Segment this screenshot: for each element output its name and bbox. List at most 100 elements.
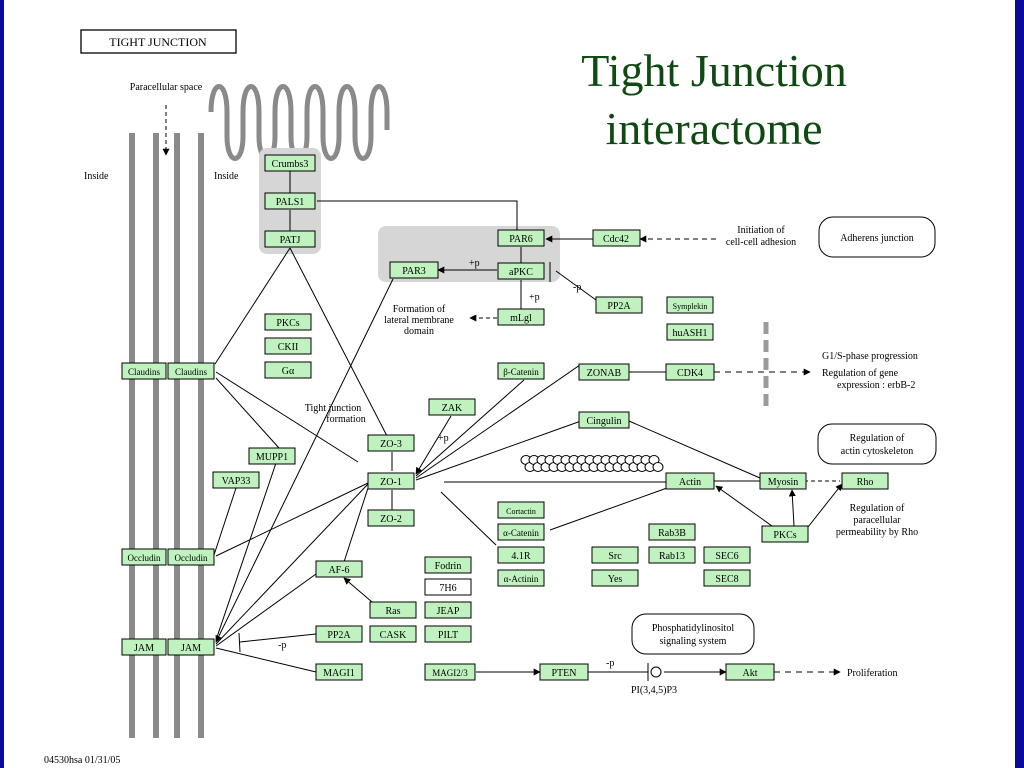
node-par3[interactable]: PAR3	[389, 261, 439, 279]
svg-text:β-Catenin: β-Catenin	[503, 367, 539, 377]
node-4-1r[interactable]: 4.1R	[497, 546, 545, 564]
node-claudins-1[interactable]: Claudins	[121, 362, 167, 380]
node-af6[interactable]: AF-6	[315, 560, 363, 578]
svg-text:Rab13: Rab13	[659, 551, 685, 562]
node-cdk4[interactable]: CDK4	[665, 363, 715, 381]
svg-text:MUPP1: MUPP1	[256, 452, 288, 463]
node-mlgl[interactable]: mLgl	[497, 308, 545, 326]
node-zo2[interactable]: ZO-2	[367, 509, 415, 527]
node-zo1[interactable]: ZO-1	[367, 472, 415, 490]
formation-label-2: lateral membrane	[384, 315, 454, 326]
svg-text:PAR3: PAR3	[402, 266, 426, 277]
node-cask[interactable]: CASK	[369, 625, 417, 643]
formation-label-3: domain	[404, 326, 434, 337]
node-pp2a-top[interactable]: PP2A	[595, 296, 643, 314]
node-sec8[interactable]: SEC8	[703, 569, 751, 587]
paracellular-label: Paracellular space	[130, 82, 203, 93]
node-cortactin[interactable]: Cortactin	[497, 501, 545, 519]
node-huash1[interactable]: huASH1	[666, 323, 714, 341]
node-galpha[interactable]: Gα	[264, 361, 312, 379]
extracellular-wave	[208, 84, 390, 161]
svg-text:CDK4: CDK4	[677, 368, 703, 379]
node-pten[interactable]: PTEN	[539, 663, 589, 681]
svg-text:JAM: JAM	[181, 643, 201, 654]
minus-p-jam: -p	[278, 640, 286, 651]
node-src[interactable]: Src	[591, 546, 639, 564]
gene-expression-label-2: expression : erbB-2	[837, 380, 915, 391]
node-patj[interactable]: PATJ	[264, 230, 316, 248]
svg-text:PKCs: PKCs	[773, 530, 796, 541]
svg-text:Src: Src	[608, 551, 622, 562]
header-label: TIGHT JUNCTION	[109, 35, 207, 49]
node-yes[interactable]: Yes	[591, 569, 639, 587]
svg-text:ZO-1: ZO-1	[380, 477, 402, 488]
svg-text:Adherens junction: Adherens junction	[840, 233, 914, 244]
svg-text:Gα: Gα	[282, 366, 295, 377]
node-actin[interactable]: Actin	[665, 472, 715, 490]
node-zak[interactable]: ZAK	[428, 398, 476, 416]
node-cingulin[interactable]: Cingulin	[578, 411, 630, 429]
svg-text:PTEN: PTEN	[552, 668, 577, 679]
node-ras[interactable]: Ras	[369, 601, 417, 619]
node-occludin-2[interactable]: Occludin	[167, 548, 215, 566]
svg-text:PILT: PILT	[438, 630, 458, 641]
node-cdc42[interactable]: Cdc42	[592, 229, 641, 247]
node-pp2a-bottom[interactable]: PP2A	[315, 625, 363, 643]
node-jam-2[interactable]: JAM	[167, 638, 215, 656]
inside-left-label: Inside	[84, 171, 109, 182]
node-zonab[interactable]: ZONAB	[578, 363, 630, 381]
node-7h6[interactable]: 7H6	[424, 578, 472, 596]
node-mupp1[interactable]: MUPP1	[248, 447, 296, 465]
svg-text:Occludin: Occludin	[128, 553, 161, 563]
node-magi23[interactable]: MAGI2/3	[424, 663, 476, 681]
node-ckii[interactable]: CKII	[264, 337, 312, 355]
svg-text:Myosin: Myosin	[768, 477, 799, 488]
svg-text:PALS1: PALS1	[276, 197, 305, 208]
node-rab13[interactable]: Rab13	[648, 546, 696, 564]
node-crumbs3[interactable]: Crumbs3	[264, 154, 316, 172]
node-bcatenin[interactable]: β-Catenin	[497, 362, 545, 380]
node-pkcs-right[interactable]: PKCs	[761, 525, 809, 543]
svg-text:PP2A: PP2A	[607, 301, 631, 312]
node-pilt[interactable]: PILT	[424, 625, 472, 643]
svg-text:Claudins: Claudins	[128, 367, 160, 377]
svg-text:ZONAB: ZONAB	[587, 368, 622, 379]
node-par6[interactable]: PAR6	[497, 229, 545, 247]
svg-text:4.1R: 4.1R	[511, 551, 531, 562]
node-vap33[interactable]: VAP33	[212, 471, 260, 489]
node-rab3b[interactable]: Rab3B	[648, 523, 696, 541]
svg-text:Occludin: Occludin	[175, 553, 208, 563]
node-zo3[interactable]: ZO-3	[367, 434, 415, 452]
svg-text:Symplekin: Symplekin	[673, 302, 708, 311]
svg-text:actin cytoskeleton: actin cytoskeleton	[841, 446, 913, 457]
pathway-adherens-junction[interactable]: Adherens junction	[818, 216, 936, 258]
initiation-label-1: Initiation of	[737, 225, 785, 236]
node-apkc[interactable]: aPKC	[497, 262, 545, 280]
node-magi1[interactable]: MAGI1	[315, 663, 363, 681]
node-claudins-2[interactable]: Claudins	[167, 362, 215, 380]
svg-text:AF-6: AF-6	[328, 565, 349, 576]
slide-title: Tight Junction interactome	[524, 42, 904, 158]
node-myosin[interactable]: Myosin	[759, 472, 807, 490]
plus-p-zak: +p	[438, 433, 449, 444]
svg-text:α-Actinin: α-Actinin	[504, 574, 539, 584]
svg-text:Ras: Ras	[386, 606, 401, 617]
header-box: TIGHT JUNCTION	[80, 29, 237, 54]
pathway-regulation-actin-cytoskeleton[interactable]: Regulation of actin cytoskeleton	[817, 423, 937, 465]
node-aactinin[interactable]: α-Actinin	[497, 569, 545, 587]
node-rho[interactable]: Rho	[841, 472, 889, 490]
node-symplekin[interactable]: Symplekin	[666, 296, 714, 314]
formation-label-1: Formation of	[393, 304, 446, 315]
node-fodrin[interactable]: Fodrin	[424, 556, 472, 574]
node-acatenin[interactable]: α-Catenin	[497, 523, 545, 541]
node-occludin-1[interactable]: Occludin	[121, 548, 167, 566]
svg-text:Akt: Akt	[743, 668, 758, 679]
gene-nodes: Crumbs3 PALS1 PATJ PAR6 Cdc42 PAR3 aPKC …	[121, 154, 889, 681]
node-pkcs-left[interactable]: PKCs	[264, 313, 312, 331]
node-pals1[interactable]: PALS1	[264, 192, 316, 210]
node-akt[interactable]: Akt	[725, 663, 775, 681]
pathway-phosphatidylinositol-signaling[interactable]: Phosphatidylinositol signaling system	[631, 613, 755, 655]
node-jeap[interactable]: JEAP	[424, 601, 472, 619]
node-jam-1[interactable]: JAM	[121, 638, 167, 656]
node-sec6[interactable]: SEC6	[703, 546, 751, 564]
